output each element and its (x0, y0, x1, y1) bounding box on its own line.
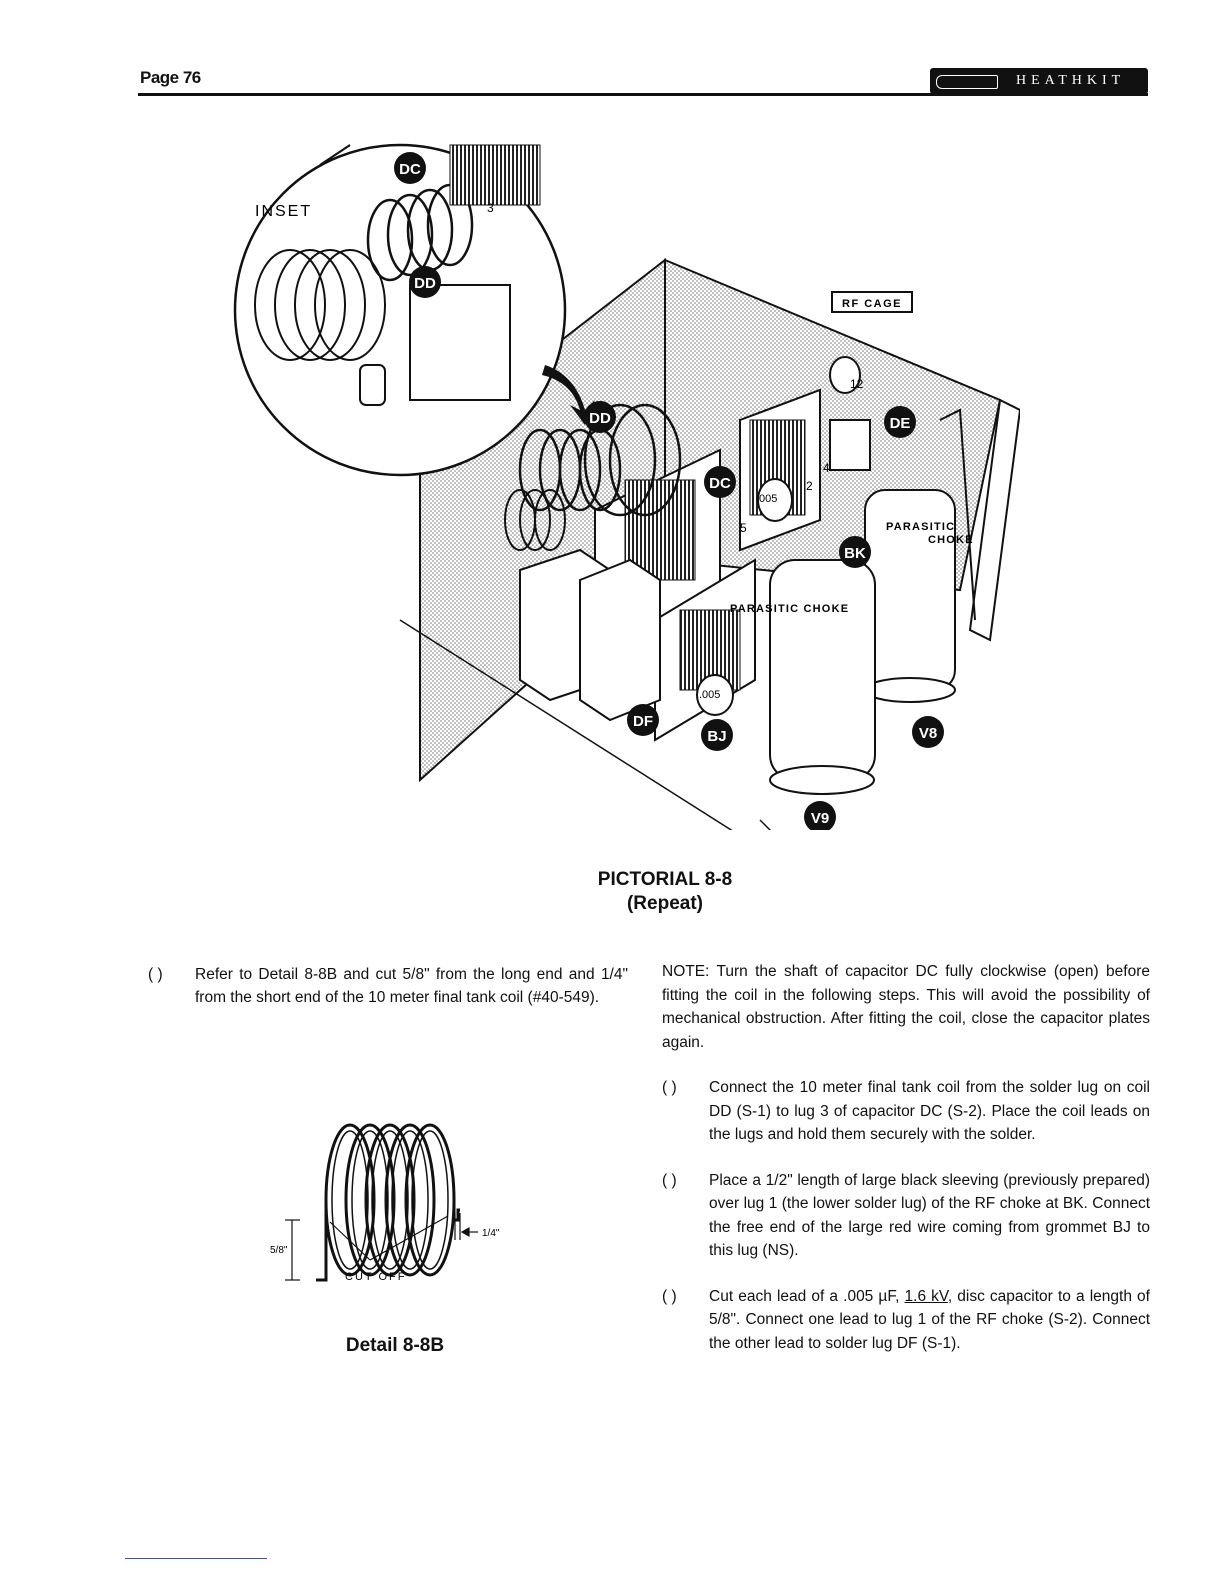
tank-coil-dd (518, 403, 682, 517)
left-column: ( ) Refer to Detail 8-8B and cut 5/8" fr… (148, 963, 628, 1009)
cut-off-label: CUT OFF (345, 1271, 406, 1283)
svg-text:BJ: BJ (707, 728, 726, 745)
step-checkbox[interactable]: ( ) (662, 1079, 677, 1096)
step-cut-coil: ( ) Refer to Detail 8-8B and cut 5/8" fr… (148, 963, 628, 1009)
lug-label-2: 2 (806, 479, 813, 493)
capacitor-value-upper: .005 (756, 493, 777, 505)
callout-v9: V9 (804, 801, 836, 830)
detail-8-8b-drawing: 5/8" 1/4" CUT OFF (270, 1123, 500, 1283)
footnote-rule (125, 1558, 267, 1559)
grommet-12 (829, 356, 861, 394)
pictorial-illustration: INSET DC DD DD DC DE BK DF BJ V8 V9 (233, 143, 1020, 830)
step-text-a: Cut each lead of a .005 µF, (709, 1287, 905, 1305)
callout-dc: DC (704, 466, 736, 498)
inset-detail: INSET (233, 143, 567, 477)
step-text: Connect the 10 meter final tank coil fro… (709, 1079, 1150, 1143)
disc-capacitor-lower (696, 674, 734, 716)
lug-label-3: 3 (487, 201, 494, 215)
dimension-long: 5/8" (270, 1245, 288, 1256)
voltage-rating: 1.6 kV (904, 1287, 948, 1305)
callout-dd: DD (584, 401, 616, 433)
lug-label-4: 4 (823, 461, 830, 475)
pictorial-caption-title: PICTORIAL 8-8 (597, 869, 733, 890)
page-number: Page 76 (140, 68, 201, 87)
capacitor-value-lower: .005 (699, 689, 720, 701)
step-text: Place a 1/2" length of large black sleev… (709, 1171, 1150, 1260)
svg-text:DD: DD (589, 410, 611, 427)
logo-swoosh-icon (936, 75, 998, 89)
inset-label: INSET (255, 203, 312, 220)
svg-text:DE: DE (890, 415, 911, 432)
disc-capacitor-upper (757, 478, 793, 522)
svg-text:DC: DC (399, 161, 421, 178)
pictorial-caption-subtitle: (Repeat) (626, 893, 703, 914)
rf-cage-label: RF CAGE (831, 291, 913, 313)
note-paragraph: NOTE: Turn the shaft of capacitor DC ful… (662, 963, 1150, 1051)
svg-text:DF: DF (633, 713, 653, 730)
step-checkbox[interactable]: ( ) (662, 1171, 677, 1189)
dimension-short: 1/4" (482, 1228, 500, 1239)
step-cut-capacitor-leads: ( ) Cut each lead of a .005 µF, 1.6 kV, … (662, 1285, 1150, 1356)
step-text: Refer to Detail 8-8B and cut 5/8" from t… (195, 966, 628, 1006)
callout-v8: V8 (912, 716, 944, 748)
pictorial-caption: PICTORIAL 8-8 (Repeat) (520, 868, 810, 916)
callout-bk: BK (839, 536, 871, 568)
dimension-lines (285, 1213, 478, 1281)
inset-arrow-icon (542, 365, 595, 425)
step-checkbox[interactable]: ( ) (662, 1287, 677, 1305)
svg-text:V9: V9 (811, 810, 829, 827)
parasitic-choke-label-2: CHOKE (928, 534, 974, 546)
callout-dd-inset: DD (409, 266, 441, 298)
header-rule (138, 93, 1148, 96)
heathkit-logo: HEATHKIT (930, 68, 1148, 94)
tank-coil-drawing (316, 1123, 460, 1282)
svg-text:V8: V8 (919, 725, 937, 742)
svg-text:BK: BK (844, 545, 866, 562)
step-connect-tank-coil: ( ) Connect the 10 meter final tank coil… (662, 1076, 1150, 1147)
step-text-b: , disc capacitor to a length of 5/8". Co… (709, 1287, 1150, 1352)
brand-name: HEATHKIT (1016, 73, 1126, 88)
svg-text:RF CAGE: RF CAGE (842, 298, 902, 310)
lug-label-12: 12 (850, 377, 864, 391)
step-place-sleeving: ( ) Place a 1/2" length of large black s… (662, 1169, 1150, 1263)
solder-lug-de (829, 419, 871, 471)
parasitic-choke-label-1: PARASITIC (886, 521, 955, 533)
tube-v9 (769, 559, 876, 795)
inset-pointer-line (319, 144, 351, 166)
right-column: NOTE: Turn the shaft of capacitor DC ful… (662, 960, 1150, 1355)
lug-label-5: 5 (740, 521, 747, 535)
callout-dc-inset: DC (394, 152, 426, 184)
side-coil (504, 489, 566, 551)
svg-text:DD: DD (414, 275, 436, 292)
detail-caption: Detail 8-8B (345, 1335, 445, 1356)
callout-df: DF (627, 704, 659, 736)
transformer-box (519, 548, 661, 722)
step-checkbox[interactable]: ( ) (148, 966, 163, 983)
parasitic-choke-label-3: PARASITIC CHOKE (730, 603, 849, 615)
tube-v8 (864, 489, 956, 703)
callout-bj: BJ (701, 719, 733, 751)
callout-de: DE (884, 406, 916, 438)
svg-text:DC: DC (709, 475, 731, 492)
